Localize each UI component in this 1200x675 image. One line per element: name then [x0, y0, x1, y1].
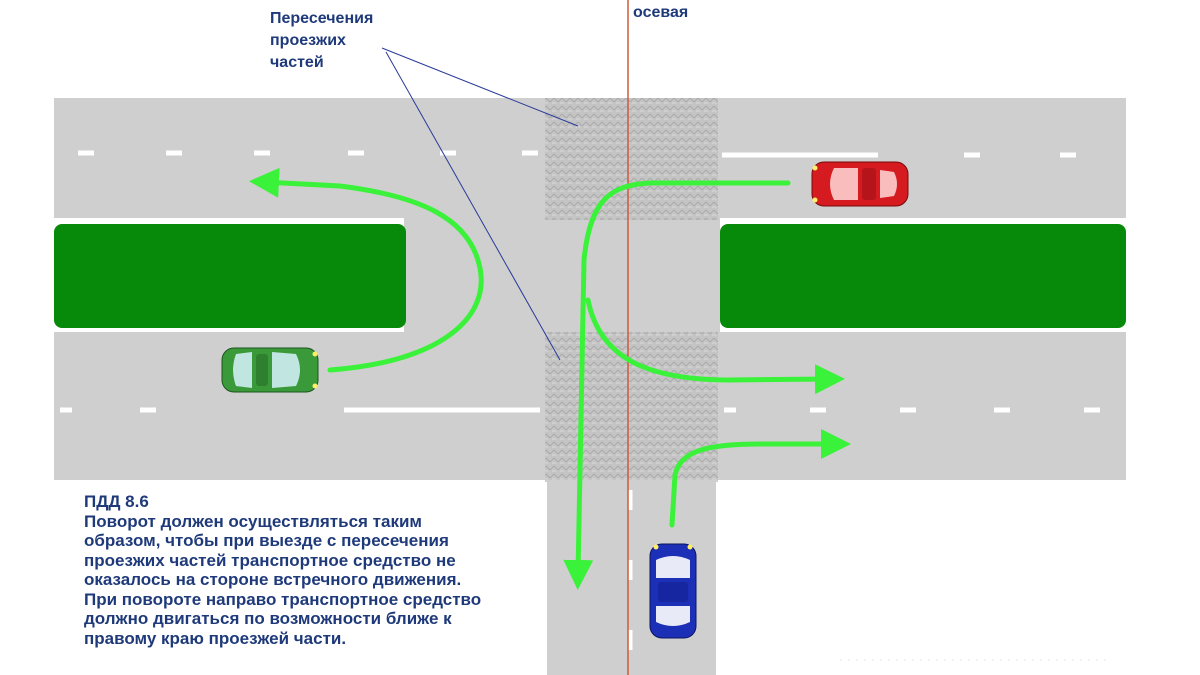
green-car [221, 347, 319, 393]
right-branch-arrow [585, 297, 845, 395]
blue-car [649, 543, 697, 639]
right-turn-arrow-from-side [669, 429, 851, 528]
intersections-label: Пересечения проезжих частей [270, 8, 373, 74]
intersection-zone-top [545, 98, 718, 220]
red-car [811, 161, 909, 207]
intersection-zone-bottom [545, 332, 718, 480]
axial-label: осевая [633, 4, 689, 21]
rule-title: ПДД 8.6 [84, 492, 149, 511]
intersections-label-line-3: частей [270, 54, 324, 71]
rule-line: оказалось на стороне встречного движения… [84, 570, 462, 589]
median-left [54, 218, 406, 332]
u-turn-arrow [249, 167, 484, 373]
rule-line: проезжих частей транспортное средство не [84, 550, 456, 570]
intersections-label-line-2: проезжих [270, 32, 346, 49]
left-turn-arrow-from-right [563, 180, 791, 590]
rule-line: образом, чтобы при выезде с пересечения [84, 531, 449, 550]
trajectory-arrows [249, 167, 851, 590]
traffic-rule-text: ПДД 8.6 Поворот должен осуществляться та… [84, 492, 481, 648]
median-right [720, 218, 1126, 332]
rule-line: должно двигаться по возможности ближе к [84, 609, 452, 628]
rule-line: правому краю проезжей части. [84, 628, 347, 648]
rule-line: При повороте направо транспортное средст… [84, 589, 482, 609]
intersections-label-line-1: Пересечения [270, 10, 374, 27]
rule-line: Поворот должен осуществляться таким [84, 511, 422, 531]
label-pointer-lines [381, 47, 579, 361]
